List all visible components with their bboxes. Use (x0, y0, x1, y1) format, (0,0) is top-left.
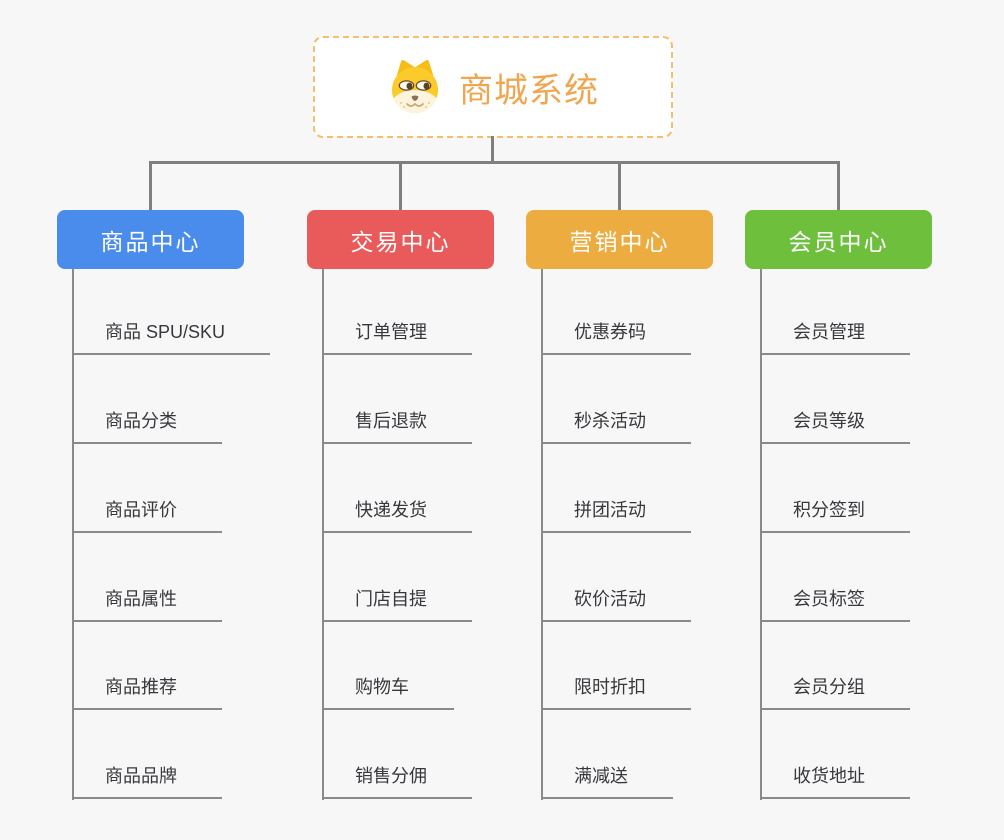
branch-label: 营销中心 (569, 228, 670, 255)
dog-face-icon (392, 60, 438, 113)
leaf-node[interactable]: 会员标签 (760, 586, 910, 622)
connector-trunk-trade (322, 269, 324, 800)
connector-bus-line (149, 161, 840, 164)
leaf-node[interactable]: 快递发货 (322, 497, 472, 533)
leaf-node[interactable]: 拼团活动 (541, 497, 691, 533)
connector-drop-members (837, 161, 840, 211)
branch-label: 交易中心 (350, 228, 451, 255)
connector-trunk-members (760, 269, 762, 800)
leaf-node[interactable]: 限时折扣 (541, 674, 691, 710)
leaf-node[interactable]: 商品评价 (72, 497, 222, 533)
branch-node-members[interactable]: 会员中心 (745, 210, 932, 269)
leaf-node[interactable]: 门店自提 (322, 586, 472, 622)
branch-node-trade[interactable]: 交易中心 (307, 210, 494, 269)
leaf-node[interactable]: 售后退款 (322, 408, 472, 444)
connector-root-stem (491, 136, 494, 163)
connector-drop-trade (399, 161, 402, 211)
leaf-node[interactable]: 会员管理 (760, 319, 910, 355)
leaf-node[interactable]: 购物车 (322, 674, 454, 710)
leaf-node[interactable]: 优惠券码 (541, 319, 691, 355)
leaf-node[interactable]: 满减送 (541, 763, 673, 799)
connector-trunk-marketing (541, 269, 543, 800)
leaf-node[interactable]: 会员分组 (760, 674, 910, 710)
leaf-node[interactable]: 商品品牌 (72, 763, 222, 799)
leaf-node[interactable]: 订单管理 (322, 319, 472, 355)
leaf-node[interactable]: 商品属性 (72, 586, 222, 622)
connector-drop-marketing (618, 161, 621, 211)
leaf-node[interactable]: 商品 SPU/SKU (72, 319, 271, 355)
branch-node-marketing[interactable]: 营销中心 (526, 210, 713, 269)
root-node[interactable]: 商城系统 (313, 36, 673, 138)
leaf-node[interactable]: 商品推荐 (72, 674, 222, 710)
leaf-node[interactable]: 商品分类 (72, 408, 222, 444)
branch-label: 商品中心 (100, 228, 201, 255)
leaf-node[interactable]: 销售分佣 (322, 763, 472, 799)
leaf-node[interactable]: 秒杀活动 (541, 408, 691, 444)
branch-node-products[interactable]: 商品中心 (57, 210, 244, 269)
leaf-node[interactable]: 积分签到 (760, 497, 910, 533)
leaf-node[interactable]: 收货地址 (760, 763, 910, 799)
branch-label: 会员中心 (788, 228, 889, 255)
leaf-node[interactable]: 砍价活动 (541, 586, 691, 622)
connector-drop-products (149, 161, 152, 211)
root-title: 商城系统 (459, 71, 599, 110)
connector-trunk-products (72, 269, 74, 800)
leaf-node[interactable]: 会员等级 (760, 408, 910, 444)
